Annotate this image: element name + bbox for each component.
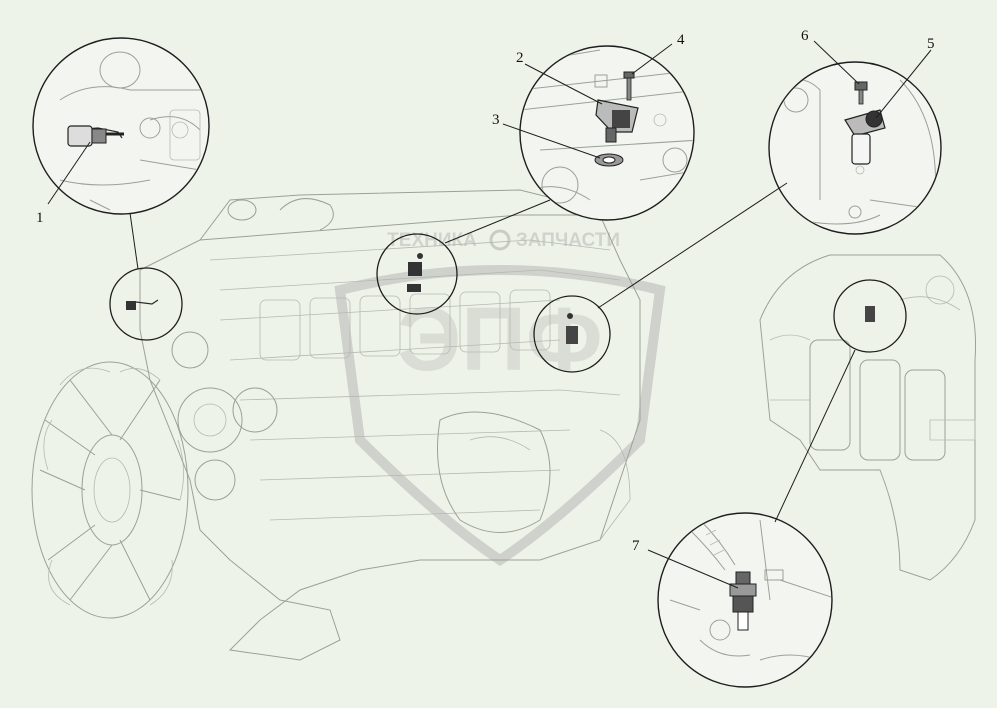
callout-3: 3 <box>492 112 500 128</box>
callout-1: 1 <box>36 210 44 226</box>
detail-circle-sensor-1 <box>32 37 210 215</box>
location-circle-4 <box>833 279 907 353</box>
watermark-gear-icon <box>489 229 511 251</box>
callout-7: 7 <box>632 538 640 554</box>
watermark-right-text: ЗАПЧАСТИ <box>516 230 620 251</box>
connector-4 <box>774 349 856 523</box>
callout-6: 6 <box>801 28 809 44</box>
engine-block <box>139 189 641 661</box>
seal-3-mini-icon <box>407 284 421 292</box>
location-circle-1 <box>109 267 183 341</box>
watermark-shield <box>334 265 666 567</box>
connector-2 <box>444 199 551 244</box>
engine-drawing <box>31 189 977 661</box>
sensor-7-mini-icon <box>865 306 875 322</box>
callout-numbers: 1 2 3 4 5 6 7 <box>36 28 935 554</box>
connector-3 <box>597 182 788 309</box>
location-circle-2 <box>376 233 458 315</box>
connector-1 <box>129 212 139 270</box>
bolt-4-icon <box>623 71 635 79</box>
sensor-1-icon <box>67 125 93 147</box>
location-circle-3 <box>533 295 611 373</box>
sensor-5-mini-icon <box>566 326 578 344</box>
sensor-7-icon <box>735 571 751 585</box>
detail-circle-sensors-5-6 <box>768 61 942 235</box>
detail-circle-sensors-2-3-4 <box>519 45 695 221</box>
sensor-1-mini-icon <box>126 301 136 310</box>
sensor-2-mini-icon <box>408 262 422 276</box>
bolt-6-icon <box>854 81 868 91</box>
detail-circle-sensor-7 <box>657 512 833 688</box>
location-markers <box>109 233 907 373</box>
connector-lines <box>129 182 856 523</box>
callout-4: 4 <box>677 32 685 48</box>
callout-leaders <box>47 40 932 589</box>
cooling-fan <box>31 361 189 619</box>
callout-5: 5 <box>927 36 935 52</box>
detail-view-right <box>759 254 977 581</box>
callout-2: 2 <box>516 50 524 66</box>
